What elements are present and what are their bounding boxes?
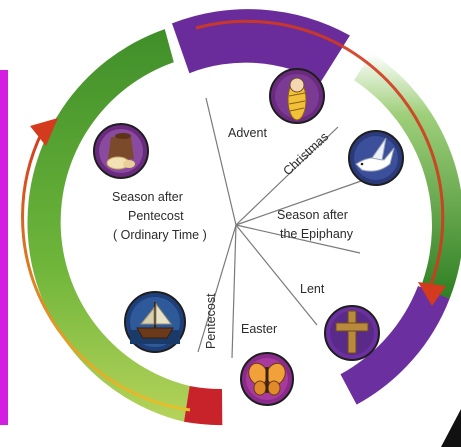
ring-easter [222, 372, 357, 429]
left-magenta-bar [0, 70, 8, 425]
corner-arrow-icon [441, 409, 461, 447]
dove-icon [348, 130, 404, 186]
label-epiphany-line1: Season after [277, 208, 348, 222]
ring-epiphany [354, 52, 461, 299]
label-easter: Easter [241, 322, 277, 336]
jar-of-oil-icon [93, 123, 149, 179]
label-ordinary-line1: Season after [112, 190, 183, 204]
label-pentecost: Pentecost [204, 293, 218, 349]
boat-icon [124, 291, 186, 353]
ring-ordinary-time [27, 29, 190, 422]
ring-christmas [320, 35, 372, 95]
ring-pentecost [184, 386, 223, 426]
segment-dividers [197, 97, 365, 359]
arrow-track-left [21, 131, 191, 412]
cross-icon [324, 305, 380, 361]
ring-lent [340, 286, 450, 405]
label-ordinary-line2: Pentecost [128, 209, 184, 223]
arrow-head-left [30, 118, 58, 146]
label-epiphany-line2: the Epiphany [280, 227, 354, 241]
swaddled-baby-icon [269, 68, 325, 124]
arrow-head-right [418, 282, 446, 306]
butterfly-icon [240, 352, 294, 406]
arrow-track-right [195, 19, 445, 293]
label-ordinary-line3: ( Ordinary Time ) [113, 228, 207, 242]
label-lent: Lent [300, 282, 325, 296]
label-advent: Advent [228, 126, 267, 140]
ring-advent [172, 9, 350, 82]
